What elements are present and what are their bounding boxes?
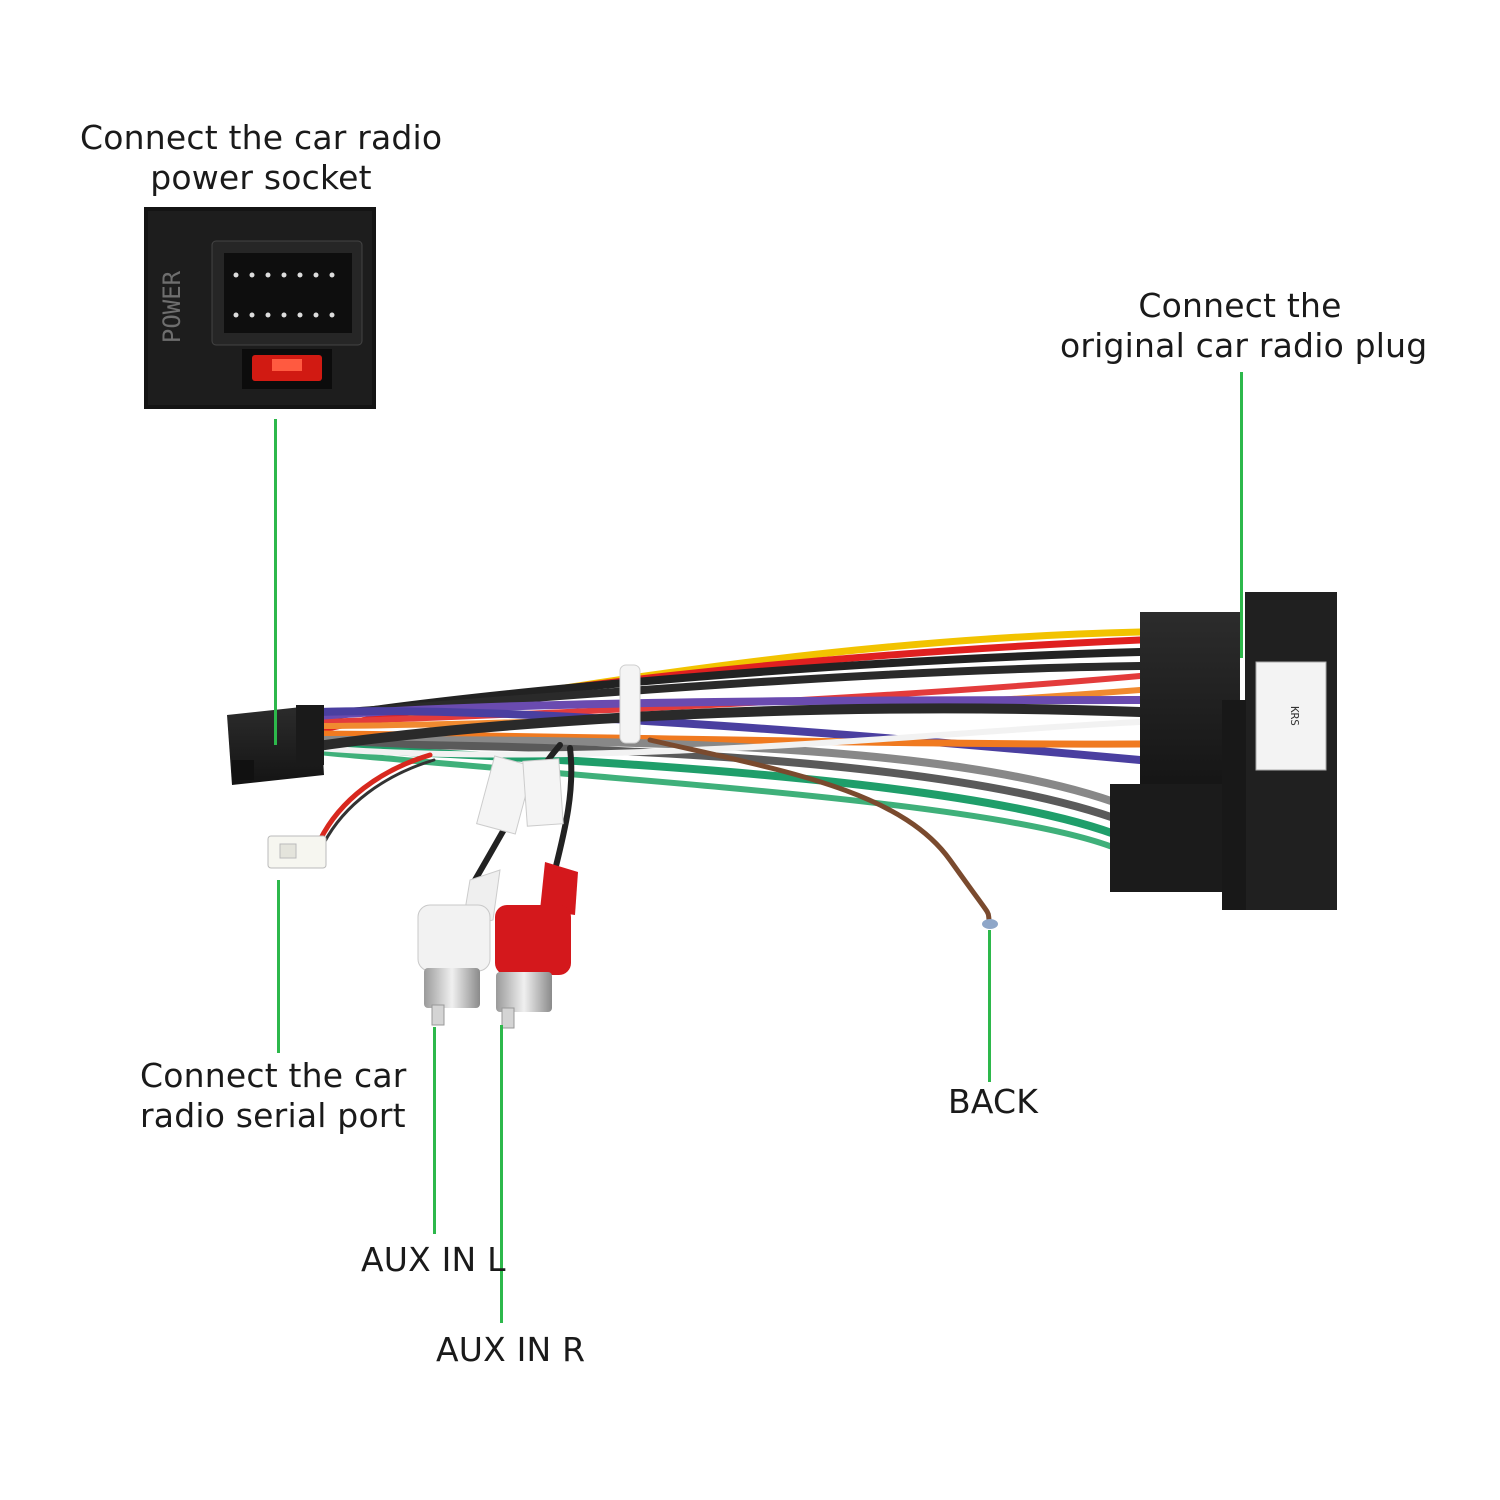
cable-tie xyxy=(619,664,641,744)
connector-wordmark: POWER xyxy=(158,270,186,343)
power-connector-photo: POWER xyxy=(144,207,376,409)
wire-tag-white-2 xyxy=(522,758,564,827)
label-back: BACK xyxy=(948,1082,1039,1121)
label-aux-r: AUX IN R xyxy=(436,1330,586,1369)
back-wire-tip xyxy=(982,919,998,929)
leader-line-aux-l xyxy=(433,1027,436,1234)
harness-power-connector xyxy=(227,705,324,785)
serial-plug-icon xyxy=(267,835,327,869)
wire-tag-white-1 xyxy=(476,755,534,835)
wire-bundle xyxy=(313,628,1145,928)
leader-line-power xyxy=(274,419,277,745)
leader-line-aux-r xyxy=(500,1025,503,1323)
leader-line-original-plug xyxy=(1240,372,1243,658)
label-power-socket: Connect the car radio power socket xyxy=(80,118,443,197)
rca-plug-icon xyxy=(495,862,578,1029)
leader-line-serial xyxy=(277,880,280,1053)
label-original-plug: Connect the original car radio plug xyxy=(1060,286,1428,365)
original-radio-plug: KRS xyxy=(1110,592,1337,910)
rca-plug-icon xyxy=(417,869,501,1026)
leader-line-back xyxy=(988,930,991,1082)
label-aux-l: AUX IN L xyxy=(361,1240,506,1279)
plug-tag-text: KRS xyxy=(1288,706,1301,726)
label-serial-port: Connect the car radio serial port xyxy=(140,1056,407,1135)
